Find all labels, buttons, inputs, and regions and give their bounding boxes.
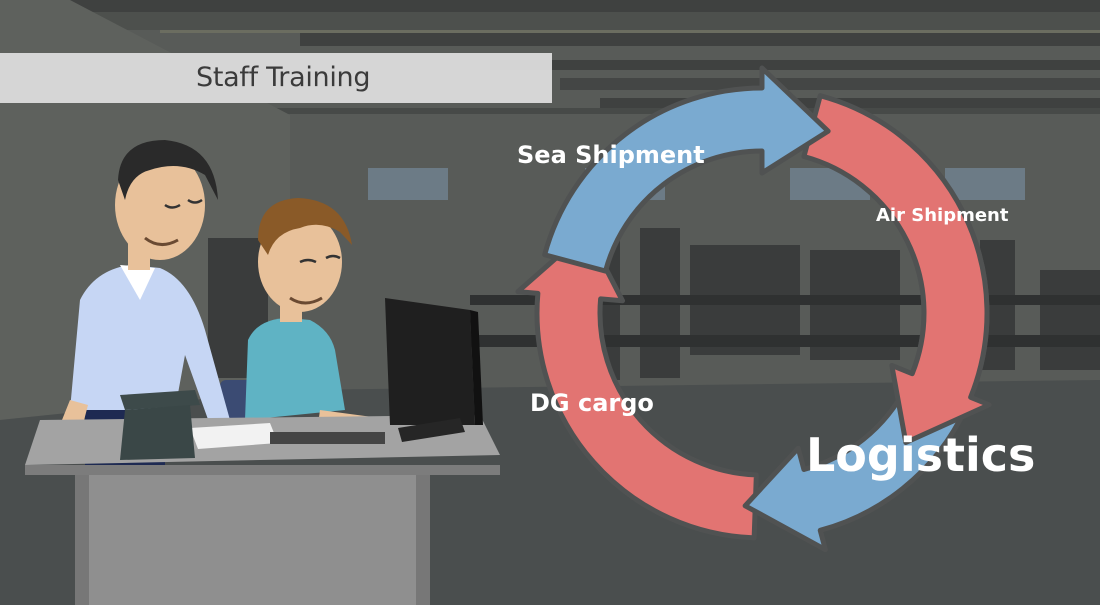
air-shipment-arrow [801, 93, 992, 445]
page-title: Staff Training [196, 62, 371, 93]
dg-cargo-arrow [515, 228, 759, 541]
air-shipment-label: Air Shipment [876, 205, 1009, 226]
desk [25, 415, 500, 605]
dg-cargo-label: DG cargo [530, 389, 654, 417]
sea-shipment-label: Sea Shipment [517, 141, 705, 169]
logistics-label: Logistics [806, 428, 1036, 482]
desk-items [120, 390, 385, 460]
computer-monitor [385, 298, 483, 442]
ceiling [70, 0, 1100, 114]
title-banner [0, 53, 552, 103]
sea-shipment-arrow [542, 65, 831, 274]
